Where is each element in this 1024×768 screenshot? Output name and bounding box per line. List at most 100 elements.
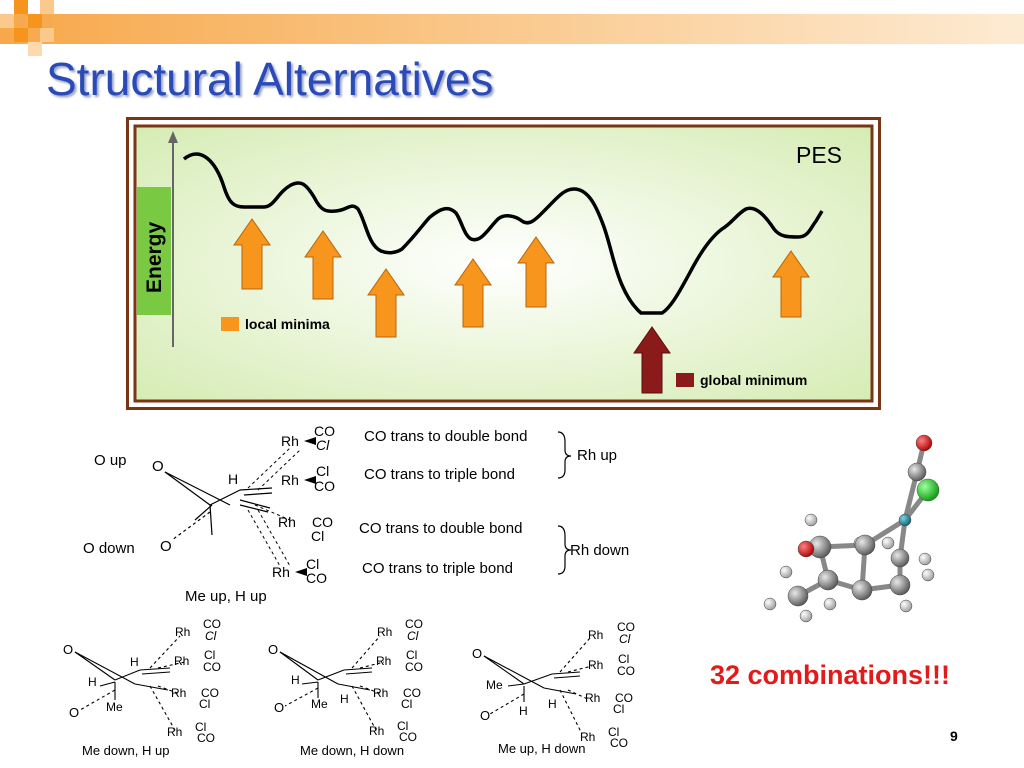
rhodium-atom: Rh [588, 658, 603, 672]
carbonyl-ligand: CO [312, 514, 333, 530]
energy-curve [182, 152, 824, 315]
methyl-group: Me [486, 678, 503, 692]
hydrogen-sphere [881, 536, 895, 550]
bond [337, 683, 371, 691]
rhodium-atom: Rh [167, 725, 182, 739]
dashed-bond [351, 635, 381, 669]
chloride-ligand: Cl [618, 652, 629, 666]
local-minimum-arrow [454, 258, 492, 328]
brace-rh-up [557, 431, 572, 479]
dashed-bond [157, 685, 181, 695]
hydrogen-atom: H [291, 673, 300, 687]
rhodium-atom: Rh [580, 730, 595, 744]
rhodium-atom: Rh [369, 724, 384, 738]
energy-axis-arrow-icon [168, 131, 178, 143]
rhodium-atom: Rh [373, 686, 388, 700]
rhodium-atom: Rh [281, 433, 299, 449]
structure-caption: Me down, H up [82, 743, 170, 758]
oxygen-up-atom: O [472, 646, 482, 661]
rhodium-atom: Rh [278, 514, 296, 530]
bond [489, 693, 525, 715]
chloride-ligand: Cl [608, 725, 619, 739]
hydrogen-sphere [799, 609, 813, 623]
bond [483, 655, 525, 685]
page-number: 9 [950, 728, 958, 744]
slide-title: Structural Alternatives [46, 53, 494, 105]
dashed-bond [247, 447, 291, 489]
dashed-bond [257, 449, 301, 491]
carbon-sphere [851, 579, 873, 601]
bond [279, 651, 339, 685]
rhodium-atom: Rh [171, 686, 186, 700]
oxygen-down-atom: O [480, 708, 490, 723]
rhodium-atom: Rh [376, 654, 391, 668]
methyl-group: Me [311, 697, 328, 711]
bond [141, 671, 171, 675]
bond [209, 504, 213, 536]
dashed-bond [567, 665, 593, 673]
bond [239, 487, 273, 491]
carbon-sphere [854, 534, 876, 556]
bond [164, 471, 211, 506]
structure-caption: Me up, H down [498, 741, 586, 756]
bond [239, 504, 269, 513]
deco-square [14, 0, 28, 14]
hydrogen-sphere [918, 552, 932, 566]
bond [553, 675, 581, 679]
carbonyl-ligand: CO [405, 617, 423, 631]
hydrogen-atom: H [88, 675, 97, 689]
oxygen-down-atom: O [274, 700, 284, 715]
header-band [0, 14, 1024, 44]
global-minimum-legend-label: global minimum [700, 372, 807, 388]
carbonyl-ligand: CO [617, 664, 635, 678]
local-minimum-arrow [517, 236, 555, 308]
dashed-bond [359, 685, 383, 695]
carbon-sphere [817, 569, 839, 591]
bond [171, 511, 211, 541]
bond [317, 669, 345, 681]
pes-label: PES [796, 142, 842, 168]
dashed-bond [247, 509, 281, 567]
local-minimum-arrow [772, 250, 810, 318]
carbon-sphere [889, 574, 911, 596]
chloride-ligand: Cl [613, 702, 624, 716]
bond [507, 683, 525, 687]
wedge-bond [295, 568, 307, 576]
carbon-sphere [890, 548, 910, 568]
rhodium-atom: Rh [174, 654, 189, 668]
global-minimum-arrow [633, 326, 671, 394]
hydrogen-sphere [823, 597, 837, 611]
bond [99, 681, 116, 687]
bond [284, 687, 319, 707]
carbonyl-ligand: CO [314, 423, 335, 439]
chloride-ligand: Cl [311, 528, 324, 544]
carbonyl-ligand: CO [314, 478, 335, 494]
bond [551, 671, 581, 675]
bond [74, 651, 136, 685]
rhodium-atom: Rh [377, 625, 392, 639]
bond [279, 651, 319, 681]
pes-diagram: Energy PES local minima global minimum [126, 117, 881, 410]
deco-square [14, 28, 28, 42]
isomer-description: CO trans to double bond [364, 428, 528, 445]
isomer-scheme: O O H Rh CO Cl Rh Cl CO Rh CO Cl Rh [63, 423, 635, 750]
chloride-ligand: Cl [316, 437, 330, 453]
hydrogen-sphere [779, 565, 793, 579]
dashed-bond [149, 685, 177, 733]
chloride-ligand: Cl [199, 697, 210, 711]
chloride-ligand: Cl [397, 719, 408, 733]
chlorine-sphere [916, 478, 940, 502]
oxygen-sphere [915, 434, 933, 452]
carbonyl-ligand: CO [399, 730, 417, 744]
structure-me-up-h-down: O O Me H H Rh CO Cl Rh Cl CO Rh CO Cl Rh [472, 620, 635, 750]
carbonyl-ligand: CO [197, 731, 215, 745]
bond [134, 683, 169, 691]
hydrogen-atom: H [519, 704, 528, 718]
chloride-ligand: Cl [316, 463, 329, 479]
chloride-ligand: Cl [406, 648, 417, 662]
carbonyl-ligand: CO [615, 691, 633, 705]
local-minima-legend-swatch [221, 317, 239, 331]
carbonyl-ligand: CO [617, 620, 635, 634]
o-down-label: O down [83, 540, 135, 557]
dashed-bond [149, 635, 181, 669]
